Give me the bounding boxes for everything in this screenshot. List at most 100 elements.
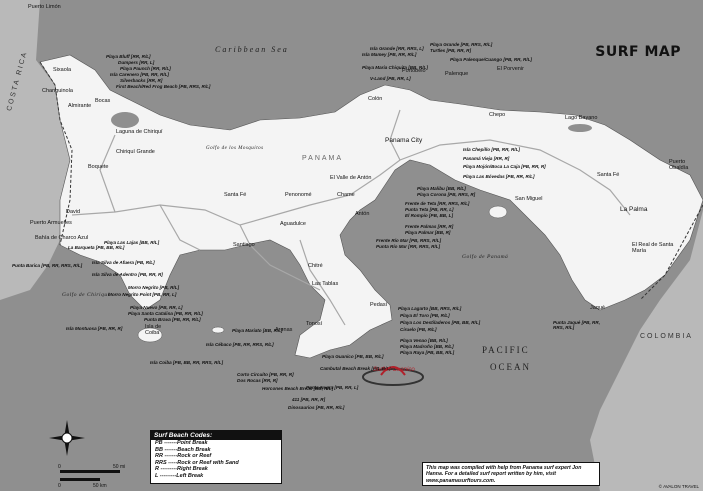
spot-toro: Playa El Toro [PB, R/L] xyxy=(400,313,450,318)
place-panama-city: Panama City xyxy=(385,137,423,144)
lago-bayano xyxy=(568,124,592,132)
legend-heading: Surf Beach Codes: xyxy=(151,431,281,440)
gulf-chiriqui-label: Golfo de Chiriquí xyxy=(62,292,110,298)
spot-playa-grande: Playa Grande [PB, RRS, R/L] xyxy=(430,42,493,47)
spot-palenque-cuango: Playa Palenque/Cuango [PB, RR, R/L] xyxy=(450,57,532,62)
isla-coiba xyxy=(137,327,163,343)
spot-horcones: Horcones Beach Break [BB, R/L] xyxy=(262,386,334,391)
place-boquete: Boquete xyxy=(88,164,109,170)
place-las-tablas: Las Tablas xyxy=(312,281,339,287)
spot-corto-circuito: Corto Circuito [PB, RR, R] xyxy=(237,372,294,377)
scale-zero-mi: 0 xyxy=(58,464,61,470)
place-chitre: Chitré xyxy=(308,263,323,269)
spot-barqueta: La Barqueta [PB, BB, R/L] xyxy=(68,245,125,250)
isla-cebaco xyxy=(211,326,225,334)
surfari-logo-text: Surfari Guanico xyxy=(373,367,415,373)
spot-montuosa: Isla Montuosa [PB, RR, R] xyxy=(66,326,123,331)
place-chiriqui-grande: Chiriquí Grande xyxy=(116,149,155,155)
place-santa-fe-east: Santa Fé xyxy=(597,172,620,178)
spot-guanico: Playa Guanico [PB, BB, R/L] xyxy=(322,354,384,359)
place-santiago: Santiago xyxy=(233,242,255,248)
place-bocas: Bocas xyxy=(95,98,111,104)
spot-negrito-point: Morro Negrito Point [PB, RR, L] xyxy=(108,292,177,297)
spot-maria-chiquita: Playa Maria Chiquita [BB, R/L] xyxy=(362,65,428,70)
colombia-label: COLOMBIA xyxy=(640,333,693,340)
surf-codes-legend: Surf Beach Codes: PB -------Point Break … xyxy=(150,430,282,484)
place-puerto-obaldia: Puerto Obaldía xyxy=(669,159,689,171)
place-bahia: Bahía de Charco Azul xyxy=(35,235,89,241)
place-puerto-limon: Puerto Limón xyxy=(28,4,61,10)
scale-label-mi: 50 mi xyxy=(113,464,126,470)
place-santa-fe-west: Santa Fé xyxy=(224,192,247,198)
place-anton: Antón xyxy=(355,211,370,217)
gulf-panama-label: Golfo de Panamá xyxy=(462,254,509,260)
border-costa-rica xyxy=(39,61,73,246)
surfari-logo xyxy=(362,366,424,386)
spot-malibu: Playa Malibu [BB, R/L] xyxy=(417,186,466,191)
scale-bar xyxy=(60,470,120,481)
legend-row: RR -------Rock or Reef xyxy=(155,453,212,460)
laguna-chiriqui xyxy=(111,112,139,128)
scale-label-km: 50 km xyxy=(93,483,107,489)
place-tonosi: Tonosí xyxy=(306,321,323,327)
panama-land xyxy=(39,54,703,359)
spot-frente-rio-mar: Frente Río Mar [PB, RRS, R/L] xyxy=(376,238,442,243)
spot-frente-palmas: Frente Palmas [RR, R] xyxy=(405,224,454,229)
spot-silva: Isla Silva de Afuera [PB, R/L] xyxy=(92,260,155,265)
place-laguna: Laguna de Chiriquí xyxy=(116,129,163,135)
place-pedasi: Pedasí xyxy=(370,302,388,308)
colombia-land xyxy=(590,210,703,491)
place-changuinola: Changuinola xyxy=(42,88,73,94)
place-david: David xyxy=(66,209,81,215)
spot-chepillo: Isla Chepillo [PB, RR, R/L] xyxy=(463,147,520,152)
spot-paunch: Playa Paunch [RR, R/L] xyxy=(120,66,171,71)
gulf-mosquitos-label: Golfo de los Mosquitos xyxy=(206,146,264,151)
spot-lagarto: Playa Lagarto [BB, RRS, R/L] xyxy=(398,306,462,311)
roads xyxy=(71,109,631,326)
place-sixaola: Sixaola xyxy=(53,67,72,73)
map-credit: © AVALON TRAVEL xyxy=(658,484,699,489)
spot-turtles: Turtles [PB, RR, R] xyxy=(430,48,472,53)
spot-mariato: Playa Mariato [BB, R/L] xyxy=(232,328,283,333)
compiled-note: This map was compiled with help from Pan… xyxy=(422,462,600,486)
pacific-label: PACIFIC xyxy=(482,345,530,355)
spot-coiba: Isla Coiba [PB, BB, RR, RRS, R/L] xyxy=(150,360,223,365)
place-chepo: Chepo xyxy=(489,112,506,118)
legend-row: RRS -----Rock or Reef with Sand xyxy=(155,459,239,466)
spot-mojon: Playa Mojón/Boca La Caja [PB, RR, R] xyxy=(463,164,546,169)
legend-row: R ---------Right Break xyxy=(155,466,208,473)
spot-catalina: Playa Santa Catalina [PB, RR, R/L] xyxy=(128,311,203,316)
legend-row: PB -------Point Break xyxy=(155,440,208,446)
place-la-palma: La Palma xyxy=(620,206,648,213)
place-penonome: Penonomé xyxy=(285,192,312,198)
costa-rica-land xyxy=(0,0,72,300)
spot-madrono: Playa Madroño [BB, R/L] xyxy=(400,344,454,349)
place-isla-coiba: Isla de Coiba xyxy=(145,324,162,336)
spot-punta-teta: Punta Teta [PB, RR, L] xyxy=(405,207,454,212)
map-title: SURF MAP xyxy=(595,44,681,60)
place-almirante: Almirante xyxy=(68,103,92,109)
spot-isla-mamey: Isla Mamey [PB, RR, R/L] xyxy=(362,52,417,57)
legend-row: L ---------Left Break xyxy=(155,472,204,479)
place-el-valle: El Valle de Antón xyxy=(330,175,372,181)
spot-411: 411 [PB, RR, R] xyxy=(292,397,326,402)
spot-silverbacks: Silverbacks [RR, R] xyxy=(120,78,163,83)
place-el-porvenir: El Porvenir xyxy=(497,66,524,72)
place-chame: Chame xyxy=(337,192,355,198)
spot-bluff: Playa Bluff [RR, R/L] xyxy=(106,54,151,59)
spot-dos-rocas: Dos Rocas [RR, R] xyxy=(237,378,278,383)
place-arenas: Arenas xyxy=(275,327,293,333)
spot-el-rompio: El Rompío [PB, BB, L] xyxy=(405,213,453,218)
ocean-label: OCEAN xyxy=(490,362,531,372)
spot-panama-vieja: Panamá Vieja [RR, R] xyxy=(463,156,510,161)
spot-silva2: Isla Silva de Adentro [PB, RR, R] xyxy=(92,272,163,277)
panama-label: PANAMA xyxy=(302,155,344,162)
place-puerto-armuelles: Puerto Armuelles xyxy=(30,220,72,226)
spot-destiladeros: Playa Los Destiladeros [PB, BB, R/L] xyxy=(400,320,481,325)
legend-row: BB -------Beach Break xyxy=(155,446,211,453)
spot-bovedas: Playa Las Bóvedas [PB, RR, R/L] xyxy=(463,174,535,179)
spot-venao: Playa Venao [BB, R/L] xyxy=(400,338,448,343)
spot-dinosaurios: Dinosaurios [PB, RR, R/L] xyxy=(288,405,345,410)
spot-cambutal: Cambutal Beach Break [PB, R/L] xyxy=(320,366,391,371)
isla-del-rey xyxy=(488,205,508,219)
